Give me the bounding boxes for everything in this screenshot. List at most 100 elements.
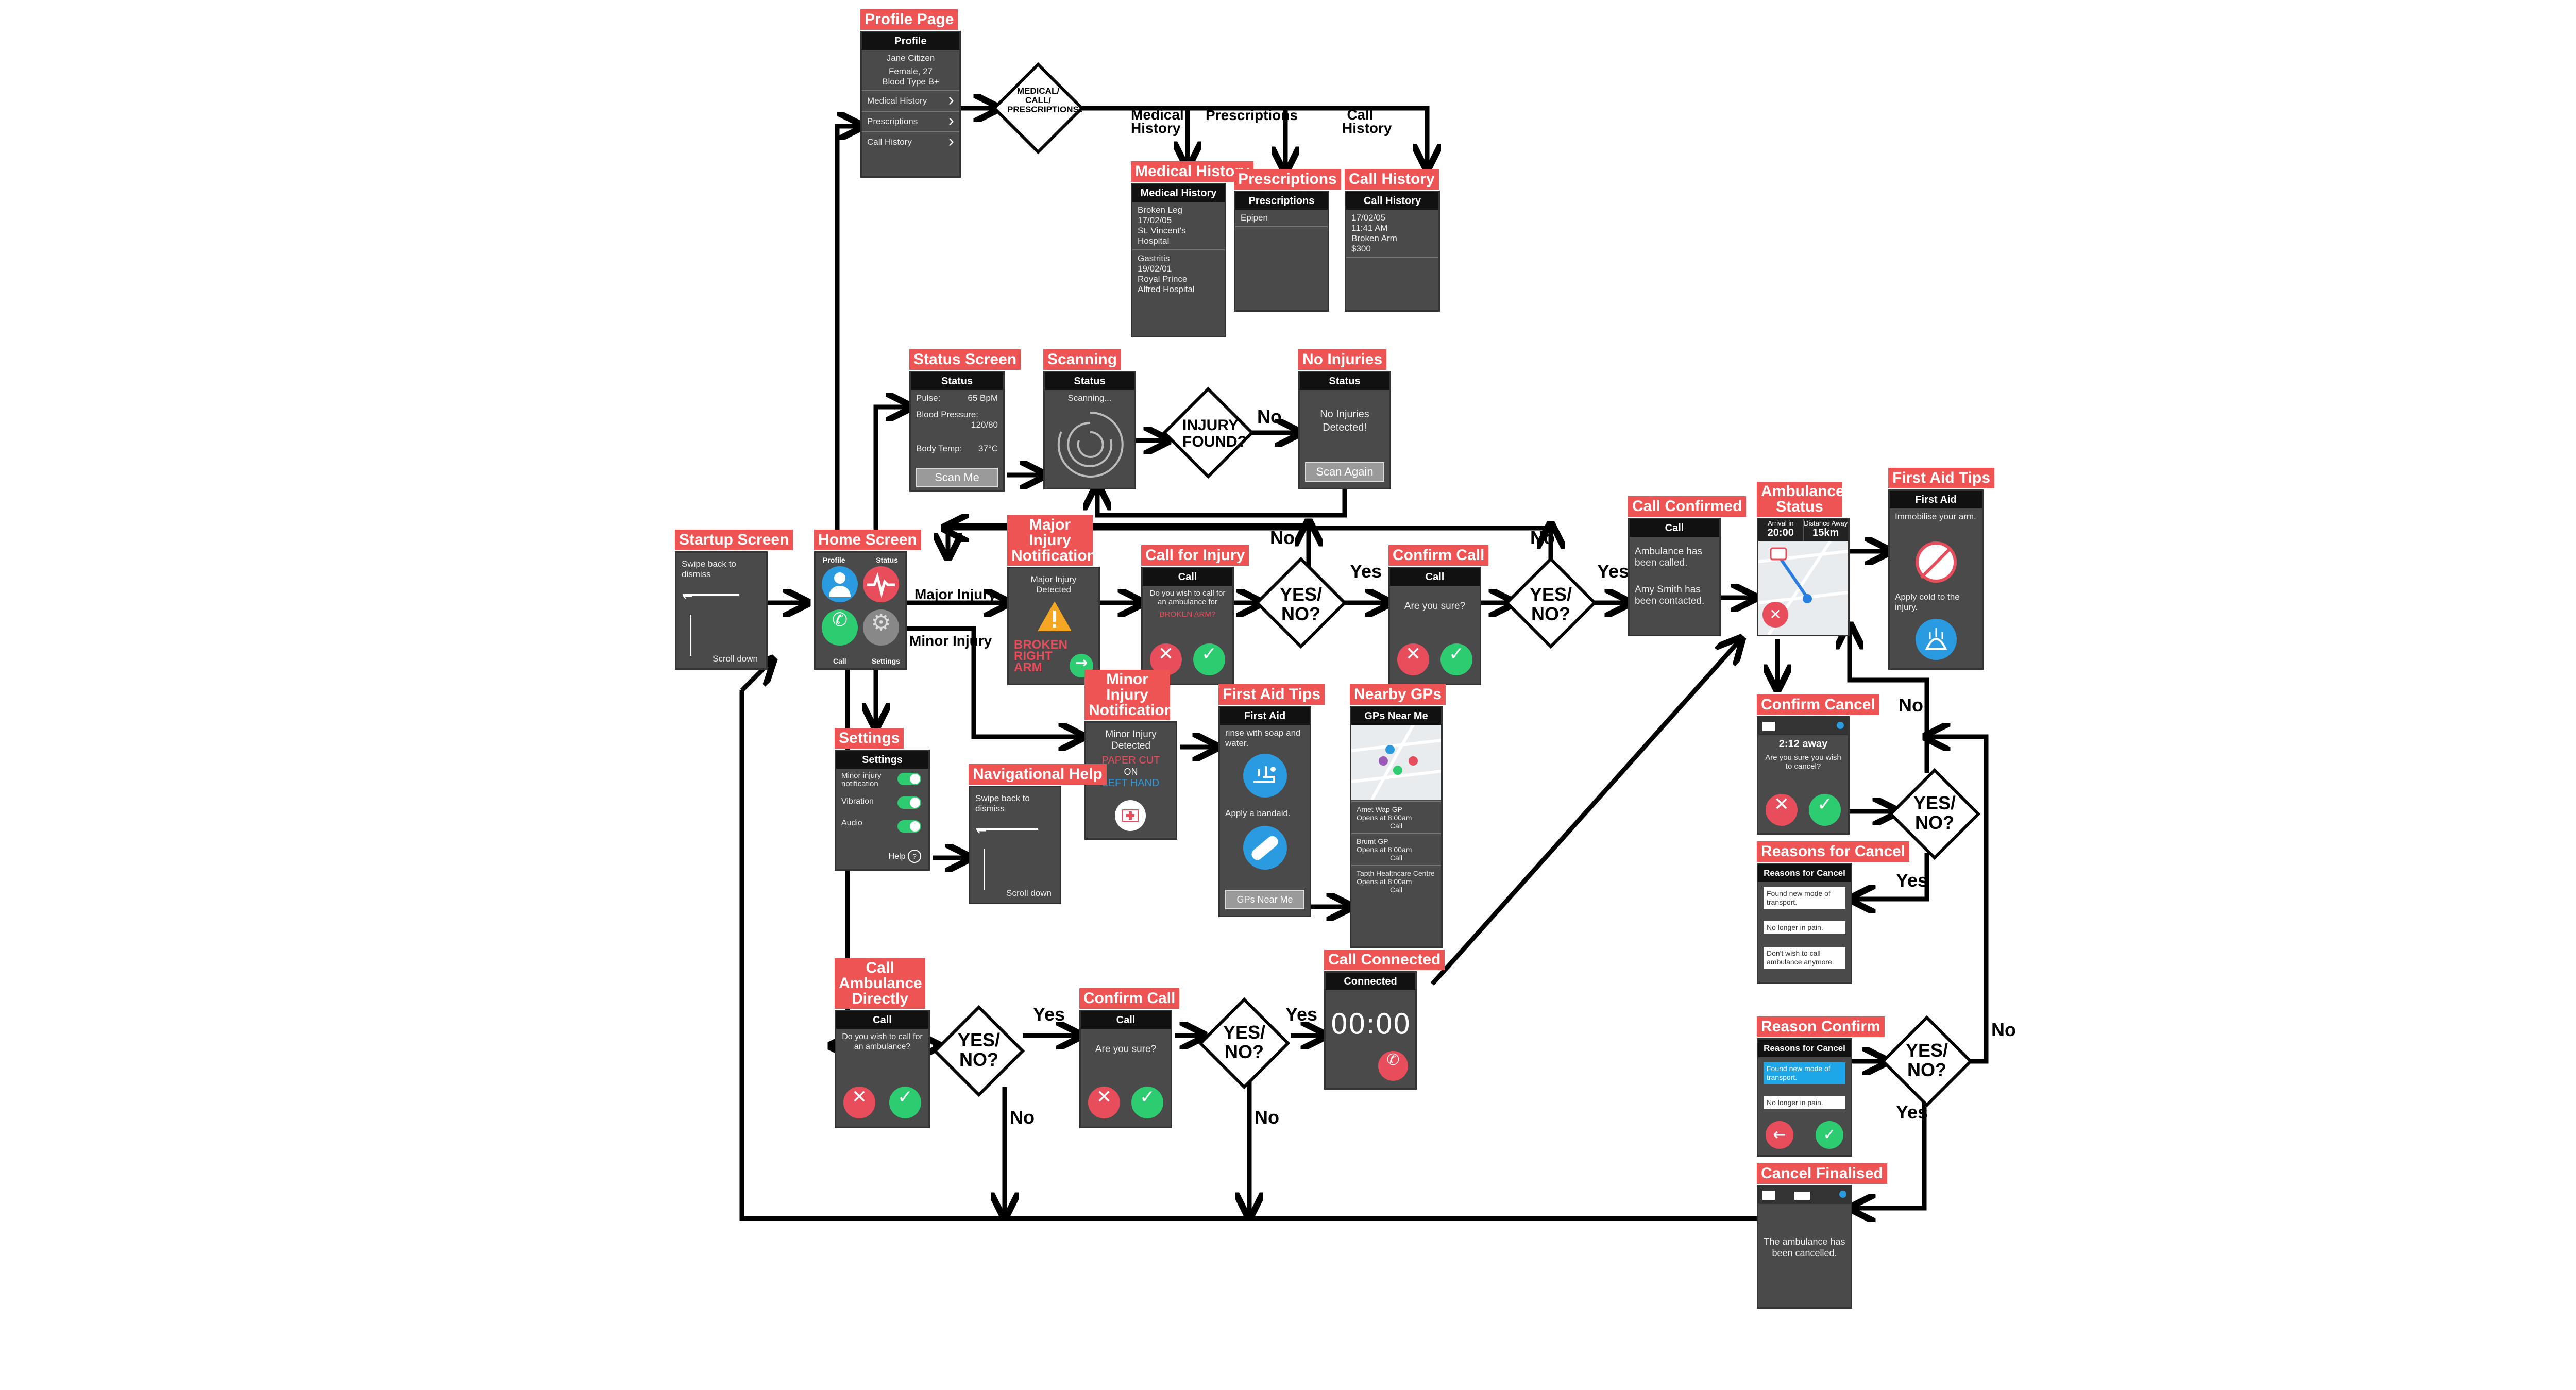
history-line: St. Vincent's	[1138, 226, 1186, 235]
call-phone-icon[interactable]: ✆	[822, 609, 858, 646]
scanner-rings-icon	[1057, 411, 1124, 478]
screen-title: Call Confirmed	[1628, 496, 1747, 517]
screen-confirm-cancel: Confirm Cancel 2:12 away Are you sure yo…	[1757, 694, 1879, 835]
confirm-check-icon[interactable]: ✓	[1816, 1121, 1843, 1149]
screen-home: Home Screen Profile Status ✆ ⚙ Call Sett…	[814, 530, 921, 670]
scan-me-button[interactable]: Scan Me	[916, 468, 998, 487]
screen-header: Status	[1045, 372, 1134, 390]
profile-row-medical-history[interactable]: Medical History	[862, 90, 959, 111]
gps-near-me-button[interactable]: GPs Near Me	[1225, 890, 1304, 909]
status-heartbeat-icon[interactable]	[863, 566, 899, 602]
cancel-x-icon[interactable]: ✕	[1766, 794, 1798, 826]
decision-label: YES/ NO?	[1529, 584, 1572, 624]
help-link[interactable]: Help ?	[889, 850, 921, 863]
toggle-minor-injury[interactable]	[897, 773, 921, 785]
edge-label: No	[1270, 527, 1295, 548]
setting-minor-injury: Minor injury notification	[836, 769, 903, 793]
cancel-x-icon[interactable]: ✕	[1088, 1087, 1120, 1118]
screen-settings: Settings Settings Minor injury notificat…	[835, 728, 930, 871]
route-bar	[1758, 718, 1848, 735]
arrow-right-icon[interactable]: →	[1070, 654, 1093, 677]
arrow-left-icon: ←	[683, 589, 693, 603]
help-icon[interactable]: ?	[908, 850, 921, 863]
decision-diamond	[992, 62, 1084, 155]
scan-again-button[interactable]: Scan Again	[1305, 462, 1384, 482]
toggle-audio[interactable]	[897, 820, 921, 833]
ambulance-away: 2:12 away	[1778, 738, 1828, 750]
swipe-arrow-icon	[976, 828, 1038, 830]
hang-up-icon[interactable]: ✆	[1378, 1051, 1408, 1081]
call-line: 11:41 AM	[1351, 223, 1388, 233]
hospital-icon	[1762, 1191, 1775, 1200]
reason-option[interactable]: No longer in pain.	[1764, 921, 1845, 934]
history-line: Royal Prince	[1138, 274, 1188, 284]
toggle-vibration[interactable]	[897, 796, 921, 809]
screen-title: Nearby GPs	[1350, 684, 1446, 705]
cancel-x-icon[interactable]: ✕	[1397, 643, 1429, 675]
history-line: Broken Leg	[1138, 205, 1182, 215]
call-line: Broken Arm	[1351, 233, 1397, 243]
screen-header: Call	[836, 1011, 928, 1029]
screen-header: Reasons for Cancel	[1758, 1040, 1851, 1057]
call-line: $300	[1351, 244, 1371, 253]
gp-map[interactable]	[1351, 724, 1441, 801]
reason-option-selected[interactable]: Found new mode of transport.	[1764, 1062, 1845, 1084]
first-aid-kit-icon[interactable]	[1115, 800, 1146, 831]
screen-minor-injury: Minor Injury Notification Minor Injury D…	[1084, 670, 1177, 840]
screen-title: Prescriptions	[1234, 169, 1341, 190]
profile-row-call-history[interactable]: Call History	[862, 131, 959, 152]
confirm-text: Are you sure?	[1404, 601, 1466, 612]
screen-title: Scanning	[1043, 349, 1122, 370]
screen-header: Call History	[1346, 192, 1438, 210]
back-arrow-icon[interactable]: ←	[1766, 1121, 1793, 1149]
screen-call-connected: Call Connected Connected 00:00 ✆	[1324, 950, 1445, 1090]
screen-title: Status Screen	[909, 349, 1021, 370]
confirm-check-icon[interactable]: ✓	[1440, 643, 1472, 675]
confirm-check-icon[interactable]: ✓	[889, 1087, 921, 1118]
reason-option[interactable]: No longer in pain.	[1764, 1096, 1845, 1109]
screen-header: Call	[1081, 1011, 1171, 1029]
screen-call-confirmed: Call Confirmed Call Ambulance has been c…	[1628, 496, 1747, 636]
confirm-check-icon[interactable]: ✓	[1193, 643, 1225, 675]
screen-first-aid-tips: First Aid Tips First Aid Immobilise your…	[1888, 468, 1995, 670]
cancel-x-icon[interactable]: ✕	[843, 1087, 875, 1118]
screen-header: First Aid	[1220, 707, 1310, 725]
home-status-label: Status	[876, 556, 898, 564]
scroll-arrow-icon	[690, 615, 691, 656]
screen-header: Reasons for Cancel	[1758, 864, 1851, 882]
confirm-text: Are you sure?	[1095, 1044, 1157, 1055]
home-call-label: Call	[833, 657, 846, 665]
decision-label: INJURY FOUND?	[1182, 417, 1247, 450]
gp-call[interactable]: Call	[1389, 886, 1403, 894]
gp-call[interactable]: Call	[1389, 822, 1403, 830]
history-line: Hospital	[1138, 236, 1170, 246]
screen-header: Connected	[1326, 973, 1415, 990]
confirm-check-icon[interactable]: ✓	[1131, 1087, 1163, 1118]
tip-text-1: rinse with soap and water.	[1225, 728, 1301, 748]
history-line: Gastritis	[1138, 253, 1170, 263]
edge-label: Yes	[1896, 870, 1928, 891]
screen-confirm-call: Confirm Call Call Are you sure? ✕ ✓	[1388, 545, 1489, 685]
screen-header: Settings	[836, 751, 928, 769]
screen-title: Settings	[835, 728, 904, 749]
tip-text-2: Apply a bandaid.	[1225, 808, 1291, 818]
edge-label: Prescriptions	[1206, 107, 1298, 123]
cancel-x-icon[interactable]: ✕	[1762, 602, 1788, 628]
no-movement-icon	[1916, 541, 1957, 583]
decision-label: YES/ NO?	[957, 1029, 1001, 1070]
profile-person-icon[interactable]	[822, 566, 858, 602]
confirm-check-icon[interactable]: ✓	[1809, 794, 1841, 826]
reason-option[interactable]: Found new mode of transport.	[1764, 887, 1845, 909]
bandaid-icon	[1243, 826, 1287, 870]
profile-row-prescriptions[interactable]: Prescriptions	[862, 111, 959, 131]
nav-hint: Swipe back to dismiss	[975, 793, 1030, 813]
reason-option[interactable]: Don't wish to call ambulance anymore.	[1764, 947, 1845, 969]
gp-call[interactable]: Call	[1389, 854, 1403, 862]
settings-gear-icon[interactable]: ⚙	[863, 609, 899, 646]
hospital-icon	[1762, 722, 1775, 731]
